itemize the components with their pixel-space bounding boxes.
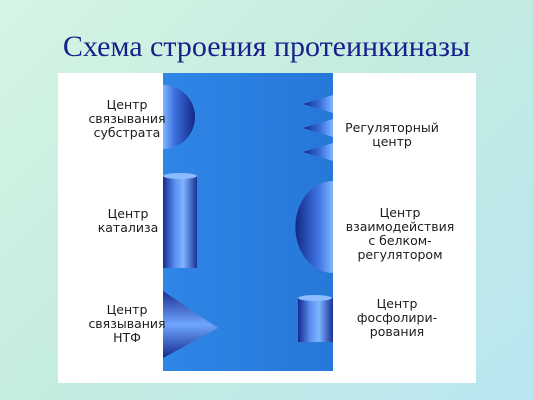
catalysis-site-shape: [163, 173, 197, 268]
slide-title: Схема строения протеинкиназы: [62, 30, 471, 63]
ntp-binding-site-shape: [163, 291, 218, 358]
regulator-interaction-site-shape: [295, 181, 333, 273]
protein-kinase-diagram: [163, 73, 333, 371]
regulatory-site-shape: [303, 95, 333, 161]
regulatory-site-label: Регуляторный центр: [345, 120, 439, 149]
substrate-binding-site-shape: [163, 85, 195, 149]
substrate-binding-site-label: Центр связывания субстрата: [88, 97, 166, 140]
phosphorylation-site-shape: [298, 295, 333, 342]
regulator-interaction-site-label: Центр взаимодействия с белком- регулятор…: [345, 205, 455, 262]
catalysis-site-label: Центр катализа: [97, 206, 159, 235]
ntp-binding-site-label: Центр связывания НТФ: [88, 302, 166, 345]
phosphorylation-site-label: Центр фосфолири- рования: [356, 296, 438, 339]
diagram-panel: Центр связывания субстрата Центр катализ…: [58, 73, 476, 383]
